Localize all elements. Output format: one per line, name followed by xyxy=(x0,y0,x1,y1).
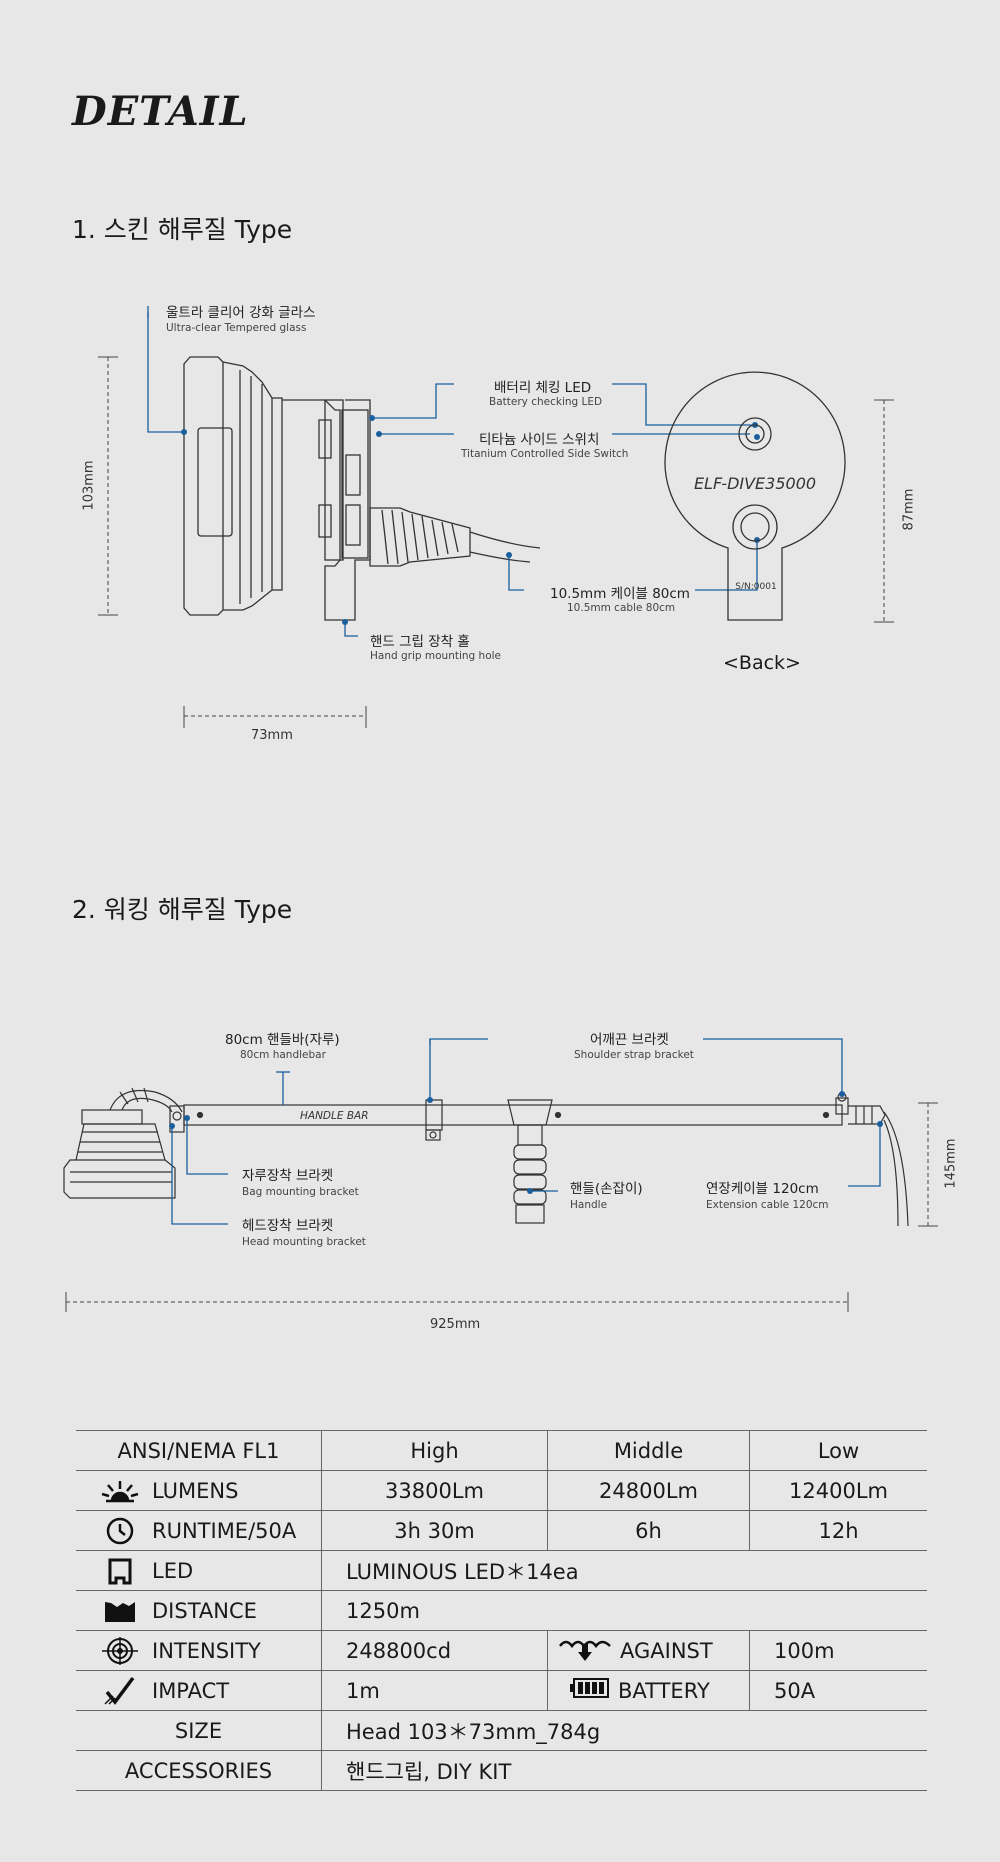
label-grip-en: Hand grip mounting hole xyxy=(370,650,501,662)
spec-header-middle: Middle xyxy=(547,1430,750,1471)
back-view-label: <Back> xyxy=(723,652,801,674)
size-label: SIZE xyxy=(174,1718,223,1743)
label-shoulder-en: Shoulder strap bracket xyxy=(574,1049,694,1061)
distance-value: 1250m xyxy=(321,1590,927,1631)
label-ext-cable-en: Extension cable 120cm xyxy=(706,1199,829,1211)
label-grip: 핸드 그립 장착 홀 xyxy=(370,634,470,650)
label-bag-bracket: 자루장착 브라켓 xyxy=(242,1168,334,1184)
sun-icon xyxy=(98,1476,142,1506)
impact-value: 1m xyxy=(321,1670,548,1711)
spec-row-accessories: ACCESSORIES 핸드그립, DIY KIT xyxy=(76,1750,927,1791)
led-label: LED xyxy=(152,1558,194,1583)
runtime-middle: 6h xyxy=(547,1510,750,1551)
head-back-view xyxy=(664,371,846,621)
spec-row-runtime: RUNTIME/50A 3h 30m 6h 12h xyxy=(76,1510,927,1551)
water-icon xyxy=(558,1634,612,1667)
clock-icon xyxy=(98,1516,142,1546)
battery-label: BATTERY xyxy=(618,1678,710,1703)
label-handlebar: 80cm 핸들바(자루) xyxy=(225,1032,340,1048)
label-ext-cable: 연장케이블 120cm xyxy=(706,1181,819,1197)
spec-row-intensity: INTENSITY 248800cd AGAINST 100m xyxy=(76,1630,927,1671)
spec-header-high: High xyxy=(321,1430,548,1471)
label-battery-led: 배터리 체킹 LED xyxy=(494,380,592,396)
label-cable-en: 10.5mm cable 80cm xyxy=(567,602,676,614)
label-switch: 티타늄 사이드 스위치 xyxy=(479,432,600,448)
section2-callout-dots xyxy=(169,1091,883,1194)
dim-back-87: 87mm xyxy=(901,488,917,531)
label-cable: 10.5mm 케이블 80cm xyxy=(550,586,690,602)
intensity-value: 248800cd xyxy=(321,1630,548,1671)
label-shoulder: 어깨끈 브라켓 xyxy=(590,1032,669,1048)
against-value: 100m xyxy=(749,1630,927,1671)
accessories-value: 핸드그립, DIY KIT xyxy=(321,1750,927,1791)
label-handle: 핸들(손잡이) xyxy=(570,1181,643,1197)
spec-table: ANSI/NEMA FL1 High Middle Low LUMENS 338… xyxy=(76,1430,927,1791)
lumens-label: LUMENS xyxy=(152,1478,239,1503)
runtime-low: 12h xyxy=(749,1510,927,1551)
label-head-bracket: 헤드장착 브라켓 xyxy=(242,1218,334,1234)
size-value: Head 103＊73mm_784g xyxy=(321,1710,927,1751)
handlebar-text: HANDLE BAR xyxy=(300,1110,369,1122)
section1-dim-ticks xyxy=(98,356,894,728)
intensity-label: INTENSITY xyxy=(152,1638,261,1663)
impact-icon xyxy=(98,1676,142,1706)
section2-dim-ticks xyxy=(65,1102,938,1312)
spec-header-low: Low xyxy=(749,1430,927,1471)
spec-row-impact: IMPACT 1m BATTERY 50A xyxy=(76,1670,927,1711)
label-head-bracket-en: Head mounting bracket xyxy=(242,1236,366,1248)
dim-height-145: 145mm xyxy=(943,1138,959,1189)
back-serial: S/N:0001 xyxy=(735,582,776,592)
label-glass-en: Ultra-clear Tempered glass xyxy=(166,322,307,334)
label-bag-bracket-en: Bag mounting bracket xyxy=(242,1186,359,1198)
page-title: DETAIL xyxy=(72,88,249,135)
label-switch-en: Titanium Controlled Side Switch xyxy=(461,448,629,460)
lumens-low: 12400Lm xyxy=(749,1470,927,1511)
spec-row-led: LED LUMINOUS LED＊14ea xyxy=(76,1550,927,1591)
runtime-label: RUNTIME/50A xyxy=(152,1518,297,1543)
handlebar-assembly xyxy=(63,1087,909,1227)
spec-row-distance: DISTANCE 1250m xyxy=(76,1590,927,1631)
accessories-label: ACCESSORIES xyxy=(124,1758,273,1783)
spec-row-lumens: LUMENS 33800Lm 24800Lm 12400Lm xyxy=(76,1470,927,1511)
impact-label: IMPACT xyxy=(152,1678,230,1703)
dim-width-73: 73mm xyxy=(251,728,293,743)
spec-row-size: SIZE Head 103＊73mm_784g xyxy=(76,1710,927,1751)
section1-callout-dots xyxy=(181,415,760,625)
against-label: AGAINST xyxy=(620,1638,713,1663)
section1-dims xyxy=(107,357,885,717)
section2-dims xyxy=(66,1103,929,1303)
head-side-view xyxy=(183,356,541,621)
target-icon xyxy=(98,1636,142,1666)
led-icon xyxy=(98,1556,142,1586)
distance-label: DISTANCE xyxy=(152,1598,257,1623)
lumens-high: 33800Lm xyxy=(321,1470,548,1511)
section2-title: 2. 워킹 해루질 Type xyxy=(72,895,293,924)
section1-title: 1. 스킨 해루질 Type xyxy=(72,215,293,244)
dim-height-103: 103mm xyxy=(81,460,97,511)
section1-callouts xyxy=(147,306,758,637)
label-battery-led-en: Battery checking LED xyxy=(489,396,603,408)
spec-header-label: ANSI/NEMA FL1 xyxy=(117,1438,280,1463)
lumens-middle: 24800Lm xyxy=(547,1470,750,1511)
dim-length-925: 925mm xyxy=(430,1317,481,1332)
section2-callouts xyxy=(171,1038,881,1225)
label-glass: 울트라 클리어 강화 글라스 xyxy=(166,305,316,321)
beam-icon xyxy=(98,1596,142,1626)
battery-value: 50A xyxy=(749,1670,927,1711)
spec-header-row: ANSI/NEMA FL1 High Middle Low xyxy=(76,1430,927,1471)
led-value: LUMINOUS LED＊14ea xyxy=(321,1550,927,1591)
runtime-high: 3h 30m xyxy=(321,1510,548,1551)
battery-icon xyxy=(570,1677,610,1704)
label-handle-en: Handle xyxy=(570,1199,608,1211)
label-handlebar-en: 80cm handlebar xyxy=(240,1049,326,1061)
back-model-name: ELF-DIVE35000 xyxy=(694,474,816,493)
